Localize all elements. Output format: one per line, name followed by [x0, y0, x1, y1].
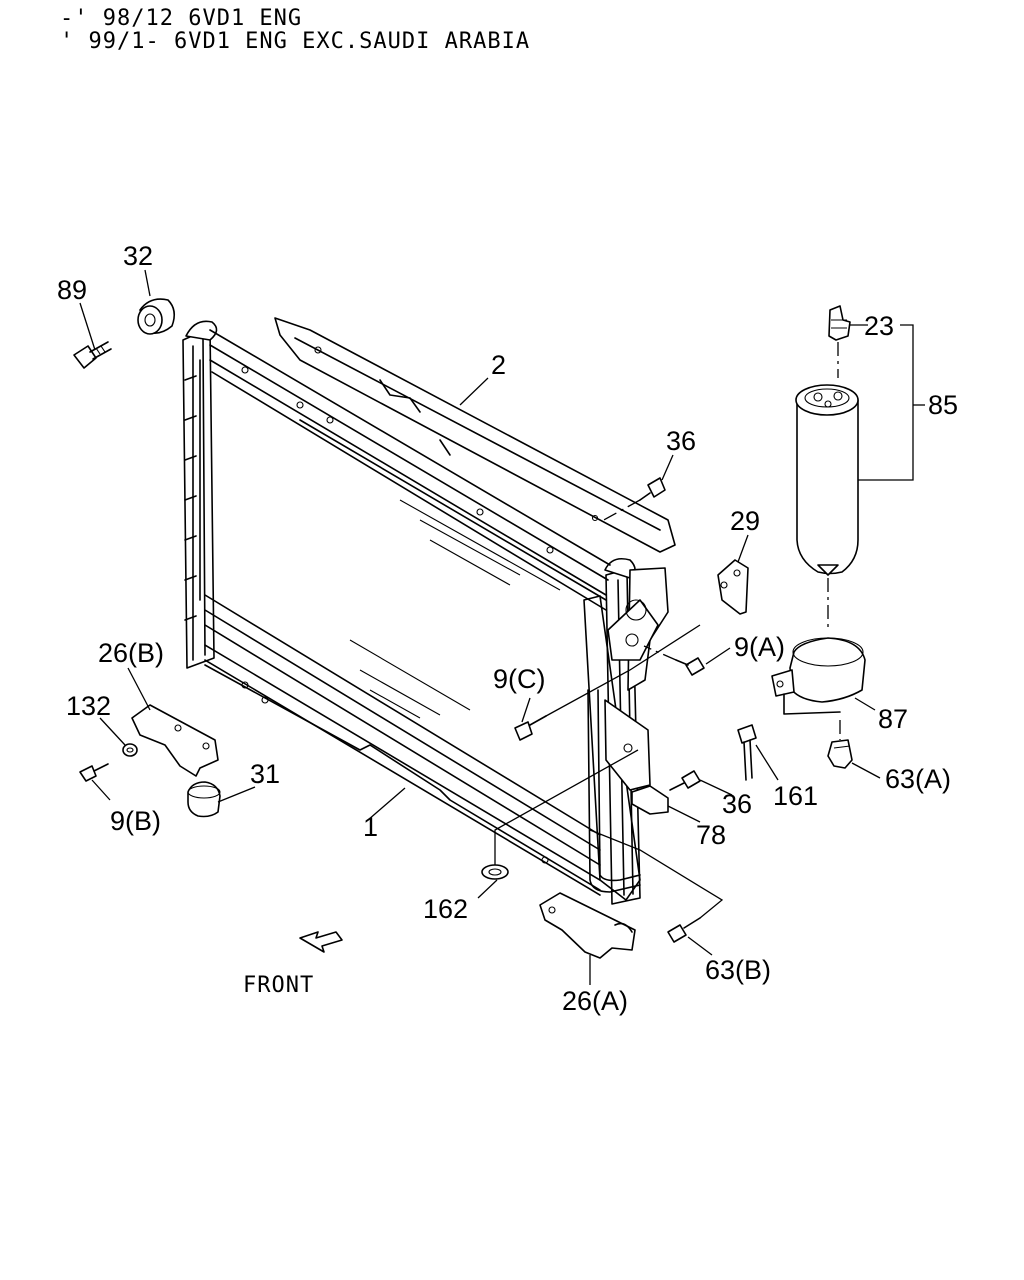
callout-labels: 32 89 2 23 85 36 29 9(A) 26(B) 9(C) 132 … — [57, 241, 958, 1016]
header-line-1: -' 98/12 6VD1 ENG — [60, 6, 303, 31]
callout-36-lower: 36 — [722, 789, 752, 819]
lower-right-pipe — [587, 689, 651, 893]
axis-line-162 — [494, 749, 639, 865]
callout-162: 162 — [423, 894, 468, 924]
mount-rubber-31 — [187, 781, 221, 818]
screw-63b — [667, 917, 701, 943]
callout-9b: 9(B) — [110, 806, 161, 836]
front-arrow-icon — [299, 931, 343, 953]
axis-line-36 — [599, 499, 641, 523]
callout-85: 85 — [928, 390, 958, 420]
pressure-switch-23 — [828, 305, 851, 341]
callout-63b: 63(B) — [705, 955, 771, 985]
axis-line-63b — [589, 829, 724, 919]
screw-9a — [675, 657, 705, 676]
screw-36-lower — [669, 770, 701, 791]
callout-26b: 26(B) — [98, 638, 164, 668]
callout-2: 2 — [491, 350, 506, 380]
callout-89: 89 — [57, 275, 87, 305]
front-label: FRONT — [243, 973, 314, 998]
callout-32: 32 — [123, 241, 153, 271]
bracket-29 — [717, 559, 749, 615]
callout-1: 1 — [363, 812, 378, 842]
drier-bracket-87 — [771, 637, 866, 715]
clip-78 — [631, 785, 669, 815]
washer-132 — [122, 743, 138, 757]
upper-support-bracket — [274, 317, 676, 553]
callout-36-upper: 36 — [666, 426, 696, 456]
bolt-161 — [737, 724, 757, 781]
axis-line-9c — [545, 624, 701, 717]
callout-87: 87 — [878, 704, 908, 734]
screw-36-upper — [639, 477, 666, 501]
receiver-drier — [795, 384, 859, 576]
callout-31: 31 — [250, 759, 280, 789]
callout-78: 78 — [696, 820, 726, 850]
right-side-bracket — [607, 567, 669, 691]
grommet-162 — [481, 864, 509, 880]
callout-23: 23 — [864, 311, 894, 341]
leader-lines — [79, 269, 925, 985]
mount-rubber-32 — [137, 298, 176, 335]
bolt-89 — [73, 341, 112, 369]
callout-161: 161 — [773, 781, 818, 811]
callout-26a: 26(A) — [562, 986, 628, 1016]
callout-63a: 63(A) — [885, 764, 951, 794]
callout-29: 29 — [730, 506, 760, 536]
screw-9c — [514, 715, 547, 741]
screw-9b — [79, 763, 109, 782]
callout-132: 132 — [66, 691, 111, 721]
bracket-26a — [539, 892, 636, 959]
callout-9a: 9(A) — [734, 632, 785, 662]
pressure-switch-63a — [827, 739, 853, 769]
callout-9c: 9(C) — [493, 664, 546, 694]
bracket-26b — [131, 704, 219, 777]
header-line-2: ' 99/1- 6VD1 ENG EXC.SAUDI ARABIA — [60, 29, 531, 54]
axis-line-9a — [643, 645, 677, 661]
